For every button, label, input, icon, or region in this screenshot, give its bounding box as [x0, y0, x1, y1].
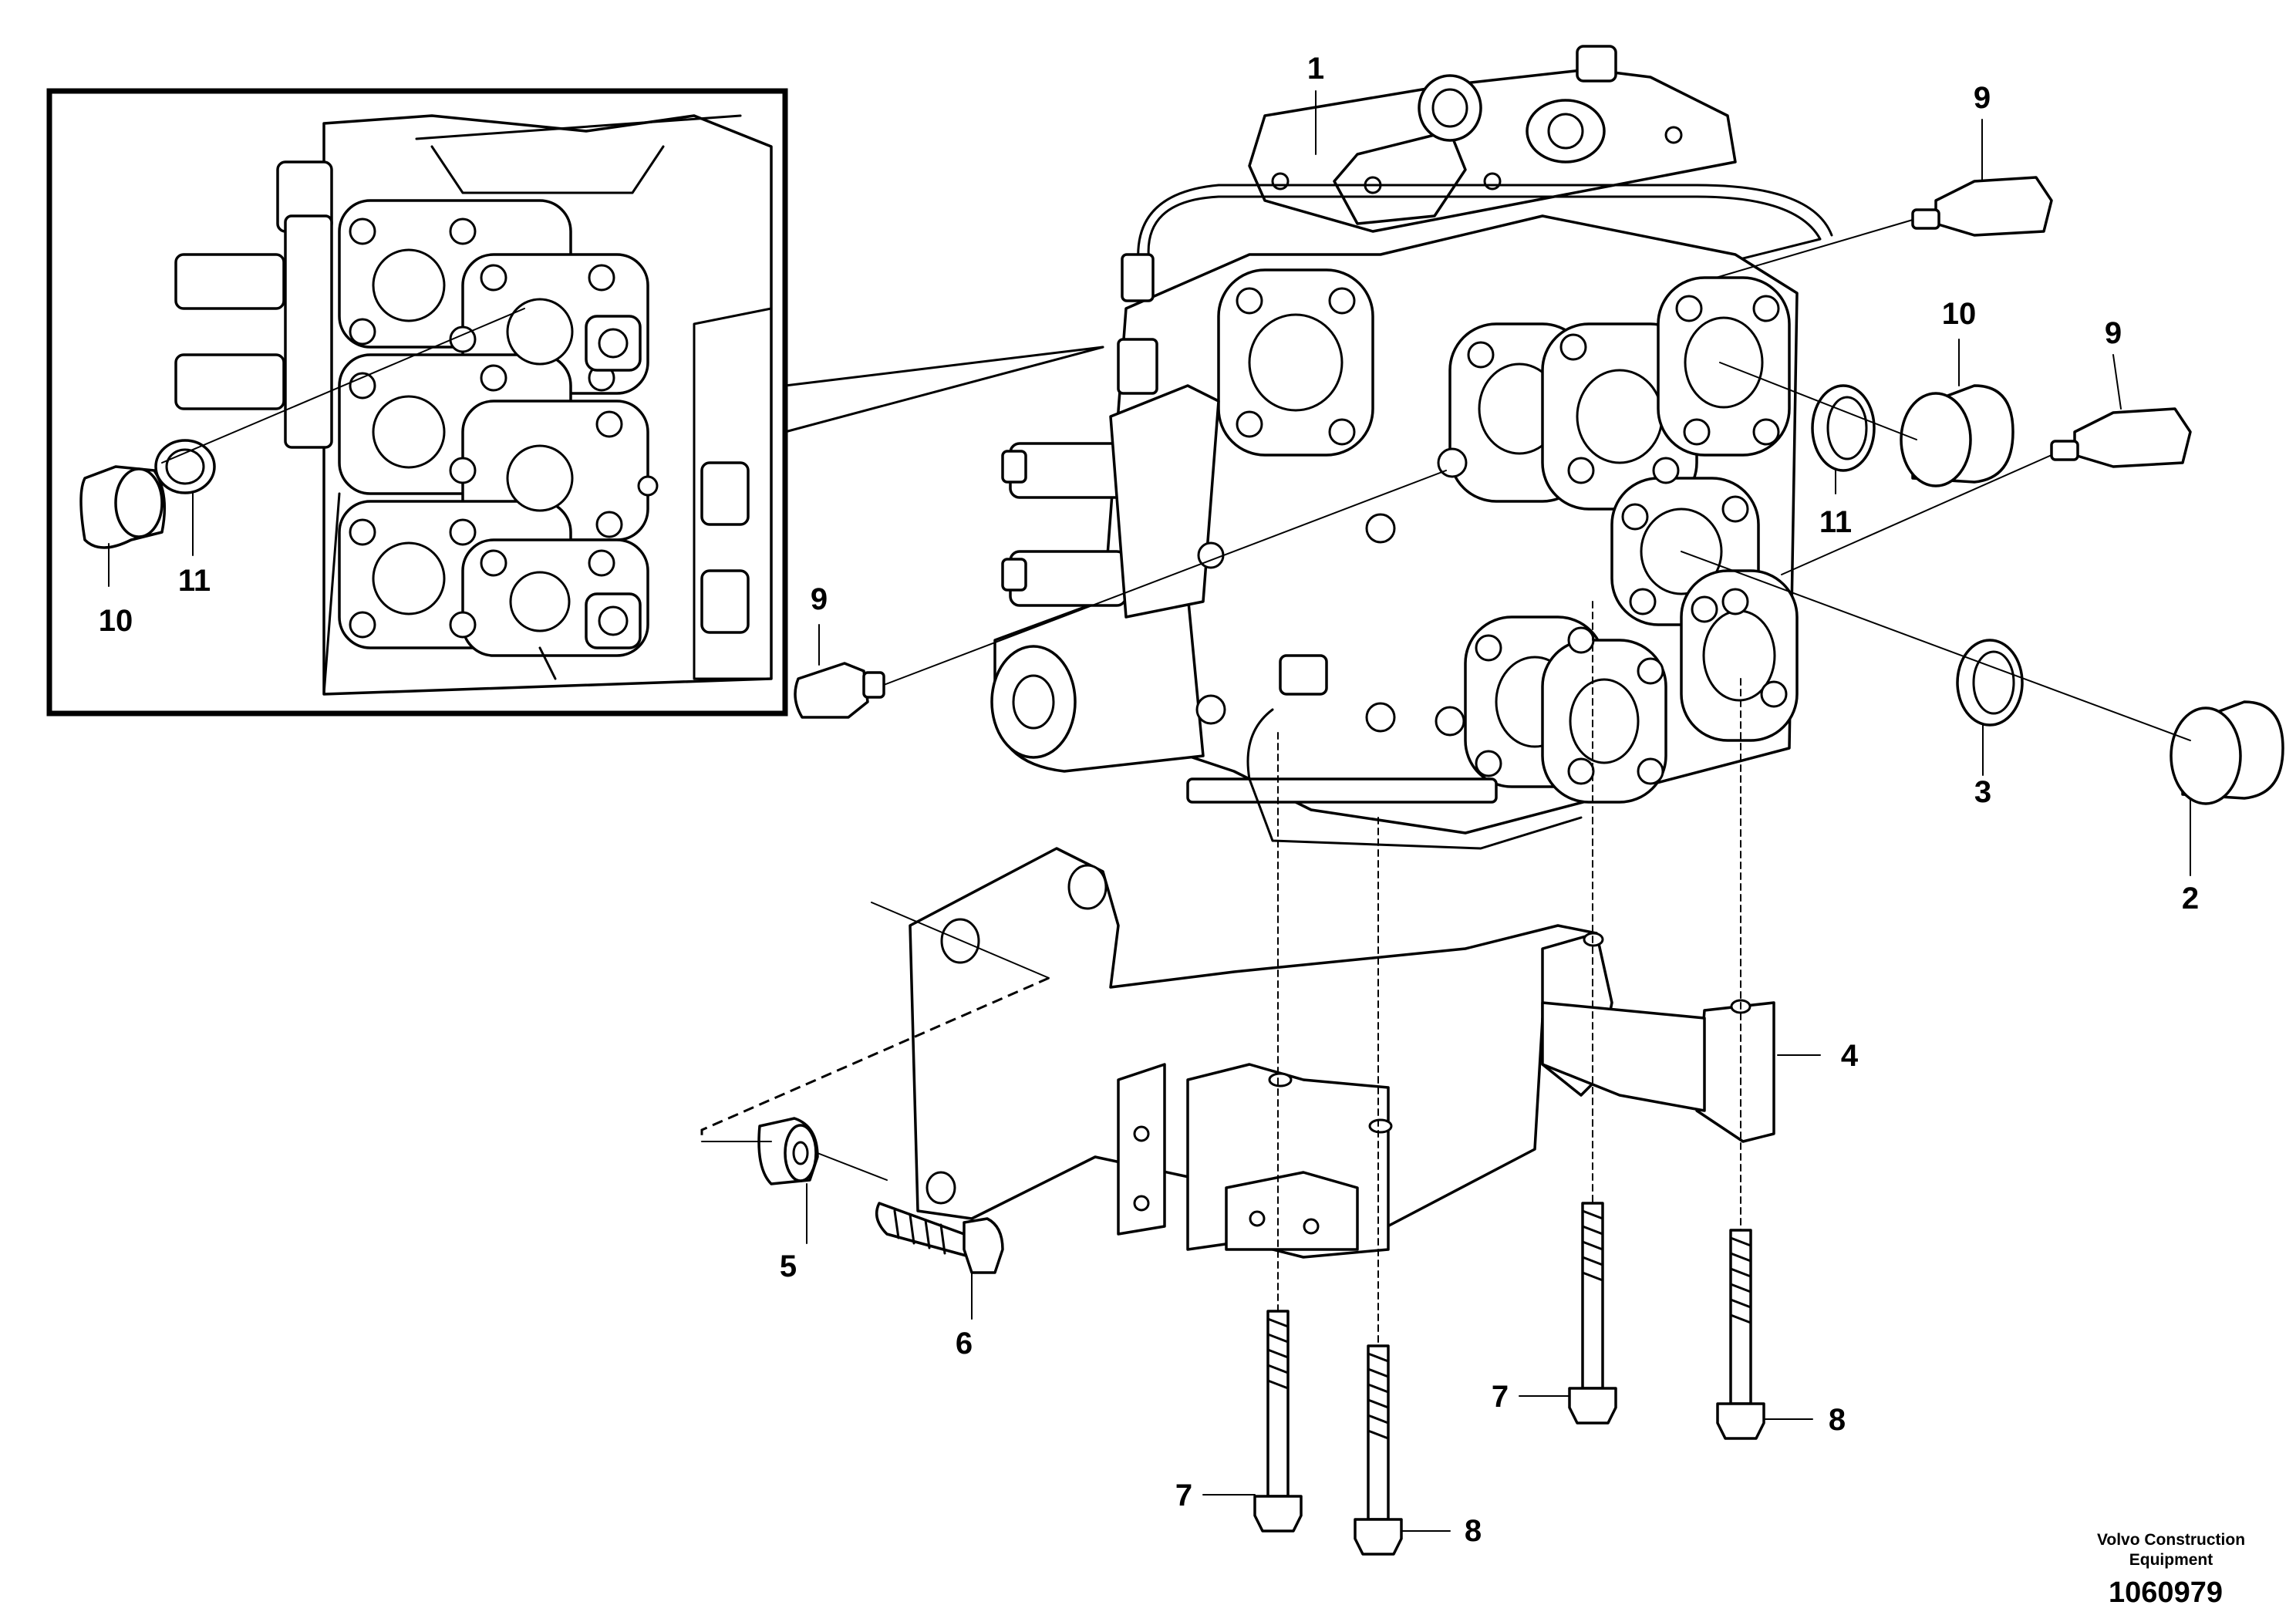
bolt-7-upper — [1568, 1202, 1617, 1425]
inset-valve-body — [174, 114, 773, 696]
callout-9-mid: 9 — [2105, 316, 2122, 350]
main-control-valve — [990, 45, 1833, 850]
bolt-7-lower — [1253, 1310, 1303, 1533]
footer: Volvo Construction Equipment 1060979 — [2097, 1531, 2245, 1609]
pressure-sensor-left — [794, 662, 885, 719]
callout-1: 1 — [1307, 52, 1324, 86]
callout-11-main: 11 — [1819, 505, 1852, 539]
callout-4: 4 — [1841, 1039, 1859, 1073]
callout-8-lower: 8 — [1465, 1514, 1482, 1548]
hidden-line — [700, 976, 1050, 1141]
callout-10-inset: 10 — [99, 604, 133, 638]
callout-3: 3 — [1974, 775, 1991, 809]
callout-leaders — [806, 90, 2191, 1532]
inset-seal-ring — [154, 439, 216, 494]
callout-7-upper: 7 — [1492, 1380, 1509, 1414]
callout-numbers: 1 2 3 4 5 6 7 7 8 8 9 9 9 10 10 11 11 — [99, 52, 2199, 1548]
callout-7-lower: 7 — [1175, 1479, 1192, 1512]
callout-2: 2 — [2182, 882, 2199, 916]
document-number: 1060979 — [2109, 1576, 2223, 1609]
inset-plug-cap — [79, 465, 167, 549]
callout-9-top: 9 — [1974, 81, 1991, 115]
pressure-sensor-mid-right — [2050, 407, 2192, 468]
mounting-bracket — [909, 847, 1775, 1259]
plug-cap-10 — [1900, 384, 2014, 487]
bolts-7-8 — [1253, 601, 1765, 1556]
seal-ring-3 — [1956, 639, 2024, 727]
bolt-8-upper — [1716, 1229, 1765, 1440]
callout-6: 6 — [956, 1327, 973, 1361]
hex-screw — [875, 1202, 1004, 1274]
detail-inset — [46, 88, 1104, 717]
seal-ring-11 — [1811, 384, 1876, 472]
spacer — [757, 1117, 819, 1185]
brand-line-2: Equipment — [2129, 1551, 2213, 1569]
brand-line-1: Volvo Construction — [2097, 1531, 2245, 1549]
callout-8-upper: 8 — [1829, 1403, 1846, 1437]
pressure-sensor-top-right — [1911, 176, 2053, 237]
callout-10-main: 10 — [1942, 297, 1977, 331]
bolt-8-lower — [1354, 1344, 1403, 1556]
callout-5: 5 — [780, 1249, 797, 1283]
callout-11-inset: 11 — [178, 564, 211, 598]
plug-cap-2 — [2170, 700, 2284, 805]
callout-9-left: 9 — [811, 582, 828, 616]
